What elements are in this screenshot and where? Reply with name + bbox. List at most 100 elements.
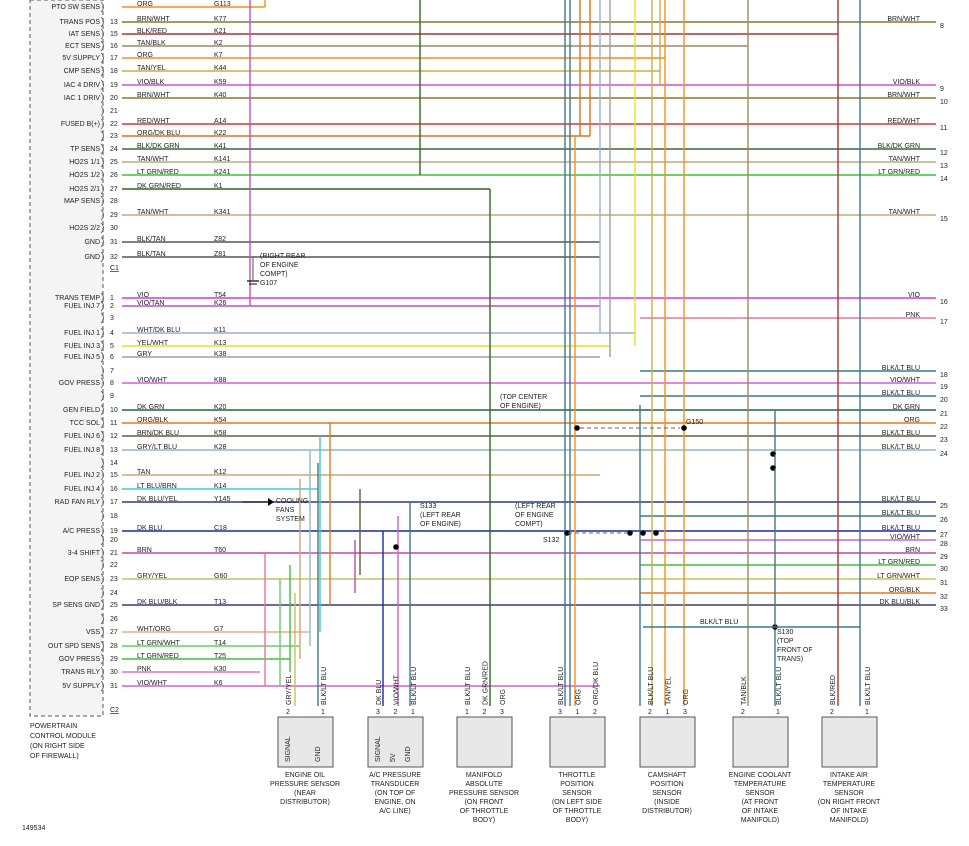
pin-number: 28 (110, 198, 118, 205)
pin-function-ect-sens: ECT SENS (65, 43, 100, 50)
pin-number: 12 (110, 433, 118, 440)
pin-number: 22 (110, 121, 118, 128)
sensor-pin-number: 1 (321, 709, 325, 716)
pcm-row-24: 24 (100, 587, 118, 599)
sensor-title: THROTTLE (559, 772, 596, 779)
circuit-id: T25 (214, 653, 226, 660)
pcm-row-7: 7 (100, 365, 114, 377)
circuit-id: K26 (214, 300, 227, 307)
right-wire-label: BLK/LT BLU (882, 510, 920, 517)
right-wire-number: 19 (940, 384, 948, 391)
left-rear-note: OF ENGINE (515, 512, 554, 519)
pin-number: 28 (110, 643, 118, 650)
right-wire-label: BRN/WHT (887, 16, 920, 23)
pcm-label-line3: (ON RIGHT SIDE (30, 743, 85, 750)
sensor-pin-function: SIGNAL (285, 736, 292, 762)
circuit-id: K22 (214, 130, 227, 137)
pin-function-eop-sens: EOP SENS (64, 576, 100, 583)
sensor-body (821, 716, 878, 768)
pin-function-fuel-inj-8: FUEL INJ 8 (64, 447, 100, 454)
pin-bracket (100, 390, 104, 402)
pin-bracket (100, 587, 104, 599)
pin-number: 18 (110, 513, 118, 520)
sensor-title: POSITION (650, 781, 683, 788)
pin-number: 29 (110, 656, 118, 663)
pin-number: 10 (110, 407, 118, 414)
powertrain-control-module (29, 0, 104, 717)
wire-color-label: GRY/LT BLU (137, 444, 177, 451)
right-wire-label: BLK/DK GRN (878, 143, 920, 150)
sensor-title: INTAKE AIR (830, 772, 868, 779)
pcm-label-line4: OF FIREWALL) (30, 753, 79, 760)
sensor-title: CAMSHAFT (648, 772, 687, 779)
pin-function-iac-4-driv: IAC 4 DRIV (64, 82, 101, 89)
splice-dot (574, 425, 580, 431)
g107-note: (RIGHT REAR (260, 253, 305, 260)
vertical-wire-layer (249, 0, 861, 706)
right-wire-label: ORG (904, 417, 920, 424)
right-wire-labels: BRN/WHT8VIO/BLK9BRN/WHT10RED/WHT11BLK/DK… (877, 16, 948, 613)
right-wire-label: VIO/WHT (890, 377, 921, 384)
pin-bracket (100, 236, 104, 248)
sensor-title: (INSIDE (654, 799, 680, 806)
sensor-pin-number: 2 (648, 709, 652, 716)
sensor-title: ENGINE COOLANT (729, 772, 792, 779)
pin-function-a-c-press: A/C PRESS (63, 528, 101, 535)
pin-bracket (100, 599, 104, 611)
s130-note: S130 (777, 629, 793, 636)
sensor-wire-label: TAN/BLK (741, 676, 748, 705)
circuit-id: G113 (214, 1, 231, 8)
s133-note: S133 (420, 503, 436, 510)
sensor-wire-label: BLK/LT BLU (648, 667, 655, 705)
right-wire-label: LT GRN/WHT (877, 573, 921, 580)
connector-c1-label: C1 (110, 265, 119, 272)
pin-bracket (100, 534, 104, 546)
pin-function-fuel-inj-4: FUEL INJ 4 (64, 486, 100, 493)
pin-bracket (100, 251, 104, 263)
pin-number: 23 (110, 576, 118, 583)
pin-function-ho2s-1-1: HO2S 1/1 (69, 159, 100, 166)
right-wire-number: 8 (940, 23, 944, 30)
sensor-wire-label: BLK/RED (830, 675, 837, 705)
right-wire-number: 33 (940, 606, 948, 613)
right-wire-label: BLK/LT BLU (882, 390, 920, 397)
circuit-id: G60 (214, 573, 227, 580)
sensor-wire-label: BLK/LT BLU (411, 667, 418, 705)
splice-dot (564, 530, 570, 536)
right-wire-number: 21 (940, 411, 948, 418)
pin-number: 9 (110, 393, 114, 400)
sensor-title: POSITION (560, 781, 593, 788)
pin-function-vss: VSS (86, 629, 100, 636)
pin-number: 25 (110, 159, 118, 166)
pin-bracket (100, 417, 104, 429)
sensor-title: (NEAR (294, 790, 316, 797)
right-wire-number: 28 (940, 541, 948, 548)
pin-number: 24 (110, 146, 118, 153)
circuit-id: K241 (214, 169, 230, 176)
circuit-id: K30 (214, 666, 227, 673)
wire-color-label: TAN (137, 469, 150, 476)
pin-bracket (100, 92, 104, 104)
pin-bracket (100, 351, 104, 363)
wire-color-label: TAN/BLK (137, 40, 166, 47)
pin-function-tcc-sol: TCC SOL (70, 420, 100, 427)
right-wire-label: DK GRN (893, 404, 920, 411)
pin-function-3-4-shift: 3-4 SHIFT (68, 550, 101, 557)
pcm-row-18: 18 (100, 510, 118, 522)
sensor-body (549, 716, 606, 768)
pin-bracket (100, 118, 104, 130)
pin-function-iat-sens: IAT SENS (69, 31, 101, 38)
